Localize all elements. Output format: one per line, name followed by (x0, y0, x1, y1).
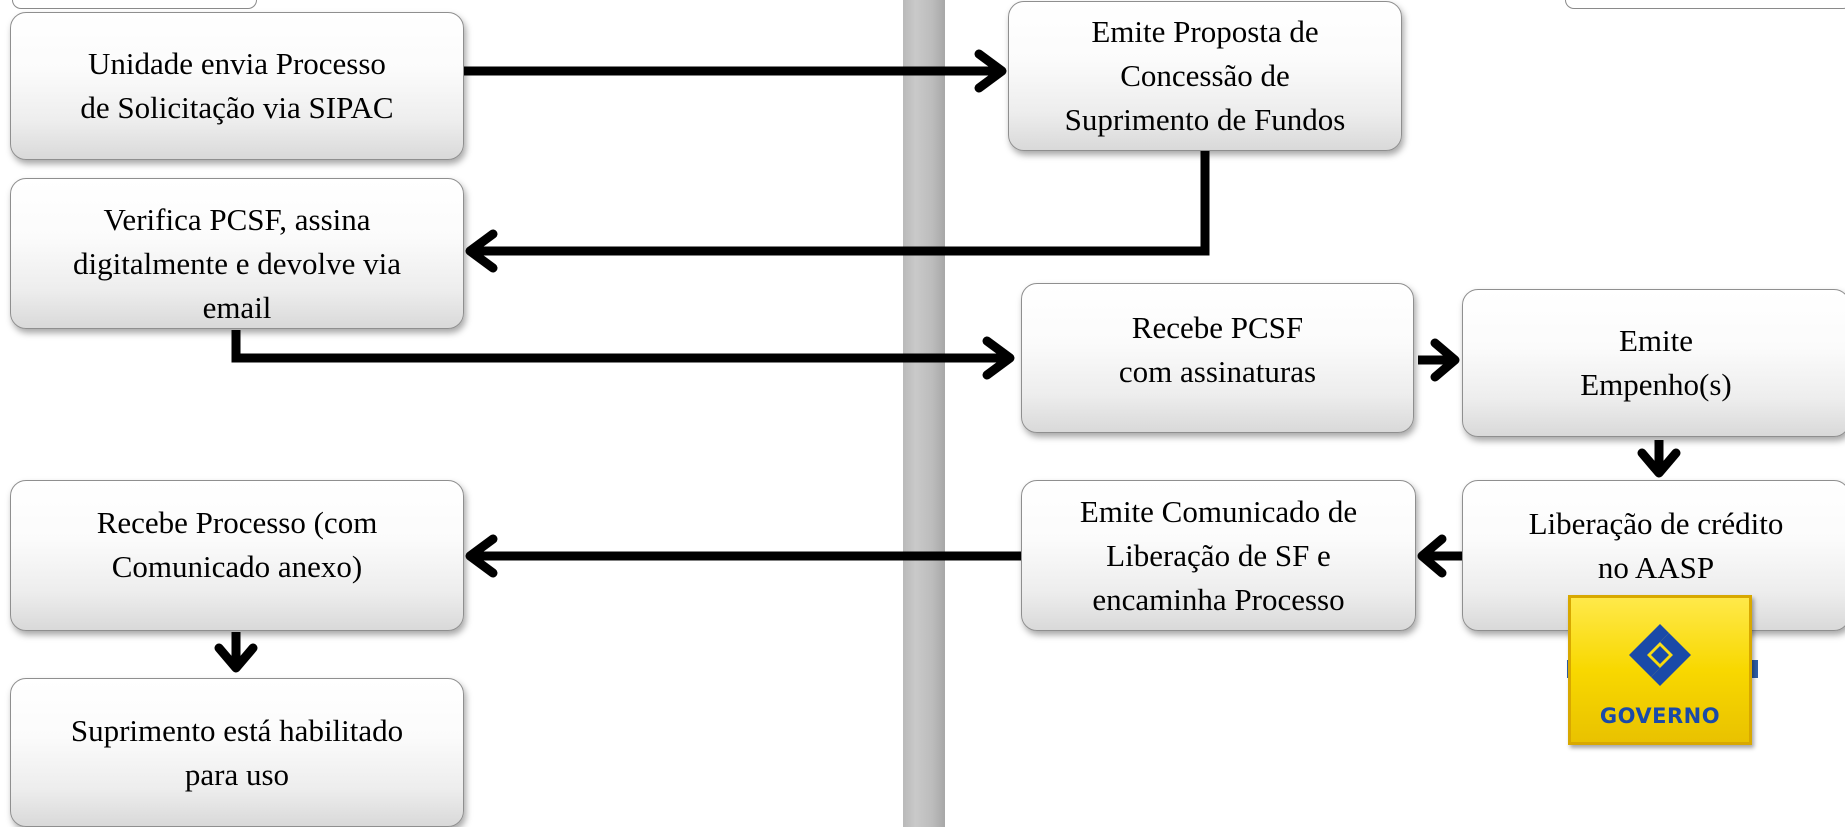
arrowhead-verifica (465, 229, 498, 273)
box-suprimento-habilitado: Suprimento está habilitado para uso (10, 678, 464, 827)
banco-do-brasil-logo-icon (1629, 624, 1691, 686)
logo-flag-right (1751, 660, 1758, 678)
box-emite-proposta-text: Emite Proposta de Concessão de Supriment… (1064, 14, 1346, 137)
arrowhead-recebe-pcsf (982, 336, 1015, 380)
banco-do-brasil-logo: GOVERNO (1568, 595, 1752, 745)
arrowhead-recebe-processo (465, 534, 498, 578)
box-recebe-pcsf: Recebe PCSF com assinaturas (1021, 283, 1414, 433)
offscreen-box-top-right (1565, 0, 1845, 9)
arrowhead-proposta (974, 49, 1007, 93)
box-emite-empenho: Emite Empenho(s) (1462, 289, 1845, 437)
box-recebe-processo-text: Recebe Processo (com Comunicado anexo) (96, 505, 378, 584)
arrowhead-liberacao (1637, 448, 1681, 478)
box-unidade-envia-processo: Unidade envia Processo de Solicitação vi… (10, 12, 464, 160)
box-emite-proposta: Emite Proposta de Concessão de Supriment… (1008, 1, 1402, 151)
logo-text: GOVERNO (1599, 704, 1721, 728)
box-recebe-pcsf-text: Recebe PCSF com assinaturas (1118, 310, 1317, 389)
box-emite-comunicado: Emite Comunicado de Liberação de SF e en… (1021, 480, 1416, 631)
box-emite-comunicado-text: Emite Comunicado de Liberação de SF e en… (1079, 493, 1358, 617)
box-liberacao-credito: Liberação de crédito no AASP (1462, 480, 1845, 631)
arrow-verifica-to-recebe-pcsf (231, 330, 1010, 363)
box-unidade-envia-processo-text: Unidade envia Processo de Solicitação vi… (80, 46, 394, 125)
box-recebe-processo: Recebe Processo (com Comunicado anexo) (10, 480, 464, 631)
arrowhead-empenho (1430, 338, 1460, 382)
box-emite-empenho-text: Emite Empenho(s) (1580, 323, 1732, 402)
arrowhead-suprimento (214, 643, 258, 673)
box-verifica-pcsf: Verifica PCSF, assina digitalmente e dev… (10, 178, 464, 329)
box-liberacao-credito-text: Liberação de crédito no AASP (1528, 506, 1784, 585)
swimlane-divider (903, 0, 945, 827)
box-verifica-pcsf-text: Verifica PCSF, assina digitalmente e dev… (73, 202, 401, 325)
arrowhead-comunicado (1417, 534, 1447, 578)
offscreen-box-top-left (12, 0, 257, 9)
arrow-proposta-to-verifica (470, 151, 1210, 256)
box-suprimento-habilitado-text: Suprimento está habilitado para uso (70, 712, 404, 792)
